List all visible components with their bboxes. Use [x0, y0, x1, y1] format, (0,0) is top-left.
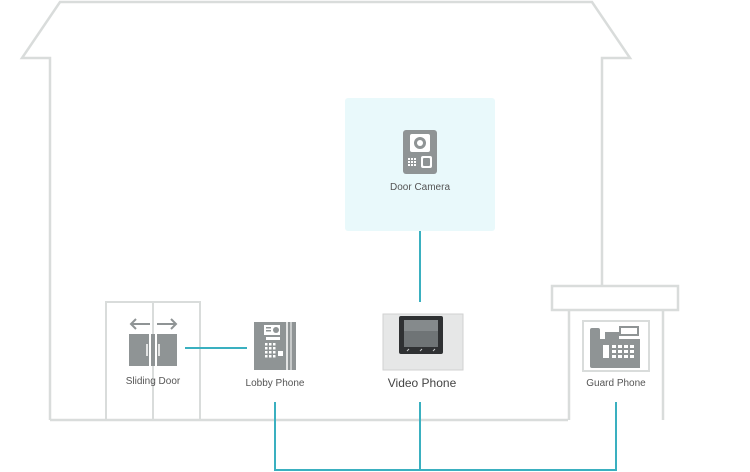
lobby-phone-icon	[254, 322, 296, 370]
lobby-phone-label: Lobby Phone	[245, 378, 305, 389]
building-outline	[19, 0, 633, 420]
connector-lines	[185, 231, 617, 471]
guard-booth	[550, 284, 680, 420]
video-phone-label: Video Phone	[387, 376, 457, 390]
sliding-door-label: Sliding Door	[125, 376, 181, 387]
guard-phone-icon	[582, 320, 650, 372]
door-camera-label: Door Camera	[389, 182, 451, 193]
sliding-door-icon	[129, 318, 178, 366]
guard-phone-label: Guard Phone	[586, 378, 646, 389]
door-camera-icon	[403, 130, 437, 174]
video-phone-icon	[382, 313, 464, 371]
